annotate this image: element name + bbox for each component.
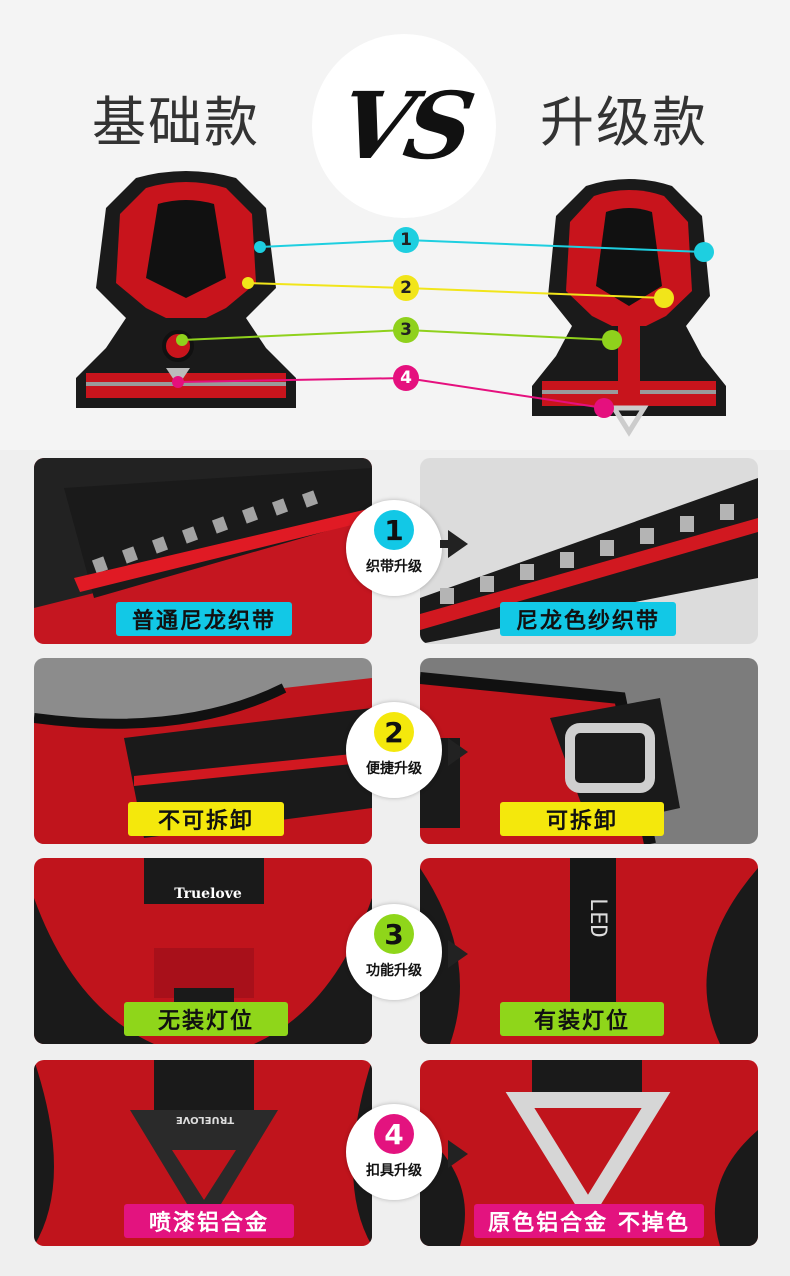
label-light-slot: 有装灯位 (500, 1002, 664, 1036)
panel-basic-buckle: 喷漆铝合金 TRUELOVE (34, 1060, 372, 1246)
vs-badge: VS (312, 34, 496, 218)
upgrade-badge-text-2: 便捷升级 (366, 761, 422, 777)
panel-basic-webbing: 普通尼龙织带 (34, 458, 372, 644)
arrow-right-icon (448, 530, 468, 558)
arrow-right-icon (448, 738, 468, 766)
led-tag-text: LED (585, 898, 610, 938)
label-removable: 可拆卸 (500, 802, 664, 836)
upgrade-badge-number-3: 3 (374, 914, 414, 954)
upgrade-badge-removable: 2 便捷升级 (346, 702, 442, 798)
upgrade-badge-text-4: 扣具升级 (366, 1163, 422, 1179)
basic-light-photo (34, 858, 372, 1044)
brand-logo: Truelove (174, 886, 242, 902)
panel-upgrade-removable: 可拆卸 (420, 658, 758, 844)
label-raw-alloy: 原色铝合金 不掉色 (474, 1204, 704, 1238)
callout-lines (172, 239, 714, 418)
panel-upgrade-light: 有装灯位 LED (420, 858, 758, 1044)
panel-basic-light: 无装灯位 Truelove (34, 858, 372, 1044)
upgrade-badge-text-3: 功能升级 (366, 963, 422, 979)
arrow-right-icon (448, 1140, 468, 1168)
panel-upgrade-buckle: 原色铝合金 不掉色 (420, 1060, 758, 1246)
title-basic: 基础款 (92, 91, 260, 154)
basic-webbing-photo (34, 458, 372, 644)
upgrade-badge-webbing: 1 织带升级 (346, 500, 442, 596)
header-section: 基础款 VS 升级款 1 2 3 4 (0, 0, 790, 450)
upgrade-badge-number-4: 4 (374, 1114, 414, 1154)
buckle-brand-text: TRUELOVE (175, 1114, 235, 1125)
panel-upgrade-webbing: 尼龙色纱织带 (420, 458, 758, 644)
label-upgrade-webbing: 尼龙色纱织带 (500, 602, 676, 636)
arrow-right-icon (448, 940, 468, 968)
label-painted-alloy: 喷漆铝合金 (124, 1204, 294, 1238)
basic-removable-photo (34, 658, 372, 844)
arrow-bar-1 (440, 540, 450, 548)
upgrade-badge-buckle: 4 扣具升级 (346, 1104, 442, 1200)
upgrade-badge-text-1: 织带升级 (366, 559, 422, 575)
callout-badge-4: 4 (393, 365, 419, 391)
basic-harness-image (76, 171, 296, 408)
label-basic-webbing: 普通尼龙织带 (116, 602, 292, 636)
upgrade-badge-number-2: 2 (374, 712, 414, 752)
label-not-removable: 不可拆卸 (128, 802, 284, 836)
label-no-light-slot: 无装灯位 (124, 1002, 288, 1036)
callout-badge-1: 1 (393, 227, 419, 253)
upgrade-badge-light: 3 功能升级 (346, 904, 442, 1000)
callout-badge-3: 3 (393, 317, 419, 343)
title-upgrade: 升级款 (540, 91, 708, 154)
panel-basic-removable: 不可拆卸 (34, 658, 372, 844)
callout-badge-2: 2 (393, 275, 419, 301)
upgrade-badge-number-1: 1 (374, 510, 414, 550)
